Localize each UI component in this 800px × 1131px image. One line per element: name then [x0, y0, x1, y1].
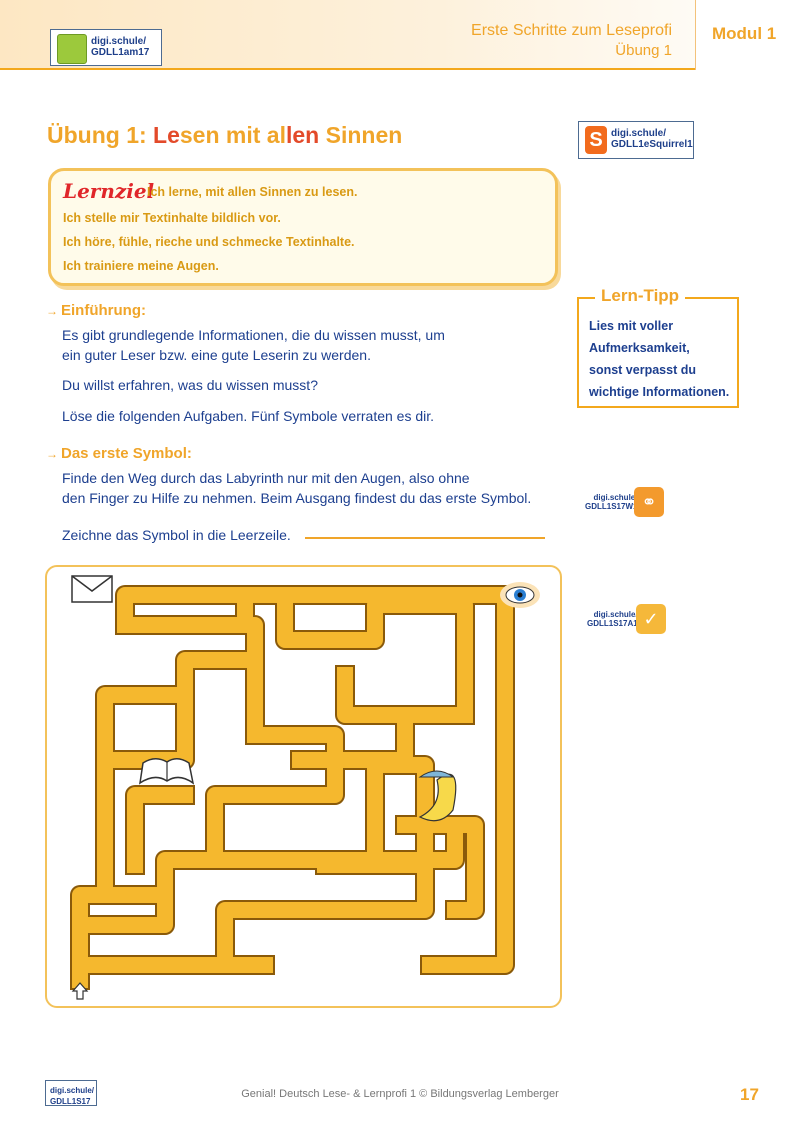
header-divider [0, 68, 695, 70]
check-cross-icon[interactable]: ✓ [636, 604, 666, 634]
lernziel-line: Ich trainiere meine Augen. [63, 259, 219, 273]
arrow-icon: → [46, 447, 58, 461]
maze [70, 575, 540, 1000]
digi-schule-badge-header[interactable]: digi.schule/ GDLL1am17 [50, 29, 162, 66]
einfuehrung-para3: Löse die folgenden Aufgaben. Fünf Symbol… [62, 408, 435, 424]
lernziel-line: Ich stelle mir Textinhalte bildlich vor. [63, 211, 281, 225]
squirrel-icon: S [585, 126, 607, 154]
lernziel-line: Ich höre, fühle, rieche und schmecke Tex… [63, 235, 355, 249]
arrow-icon: → [46, 304, 58, 318]
modul-tab [695, 0, 800, 70]
eye-icon [500, 582, 540, 608]
app-icon [57, 34, 87, 64]
digi-schule-badge-a1[interactable]: digi.schule/GDLL1S17A1 [587, 610, 638, 628]
digi-schule-badge-w1[interactable]: digi.schule/GDLL1S17W1 [585, 493, 638, 511]
start-arrow-icon [71, 982, 89, 1000]
lernziel-line: Ich lerne, mit allen Sinnen zu lesen. [147, 185, 358, 199]
symbol-instructions: Finde den Weg durch das Labyrinth nur mi… [62, 470, 532, 506]
envelope-icon [71, 575, 113, 603]
lern-tipp-box: Lern-Tipp Lies mit voller Aufmerksamkeit… [577, 286, 739, 408]
page-title: Übung 1: Lesen mit allen Sinnen [47, 122, 403, 148]
book-icon [139, 758, 195, 785]
link-icon[interactable]: ⚭ [634, 487, 664, 517]
answer-blank-line[interactable] [305, 537, 545, 539]
modul-label: Modul 1 [712, 24, 777, 43]
footer-credit: Genial! Deutsch Lese- & Lernprofi 1 © Bi… [241, 1088, 559, 1100]
lernziel-box: Lernziel Ich lerne, mit allen Sinnen zu … [48, 168, 558, 286]
einfuehrung-para2: Du willst erfahren, was du wissen musst? [62, 377, 318, 393]
moon-icon [418, 770, 457, 822]
einfuehrung-heading: →Einführung: [46, 302, 146, 319]
einfuehrung-para1: Es gibt grundlegende Informationen, die … [62, 327, 445, 363]
header-subtitle: Übung 1 [615, 42, 672, 59]
digi-schule-badge-footer[interactable]: digi.schule/ GDLL1S17 [45, 1080, 97, 1106]
digi-schule-badge-squirrel[interactable]: S digi.schule/ GDLL1eSquirrel1 [578, 121, 694, 159]
page-number: 17 [740, 1085, 759, 1104]
lernziel-heading: Lernziel [63, 179, 155, 203]
header-title: Erste Schritte zum Leseprofi [471, 22, 672, 39]
symbol-draw-instruction: Zeichne das Symbol in die Leerzeile. [62, 527, 291, 543]
symbol-heading: →Das erste Symbol: [46, 445, 192, 462]
lern-tipp-title: Lern-Tipp [595, 286, 686, 306]
